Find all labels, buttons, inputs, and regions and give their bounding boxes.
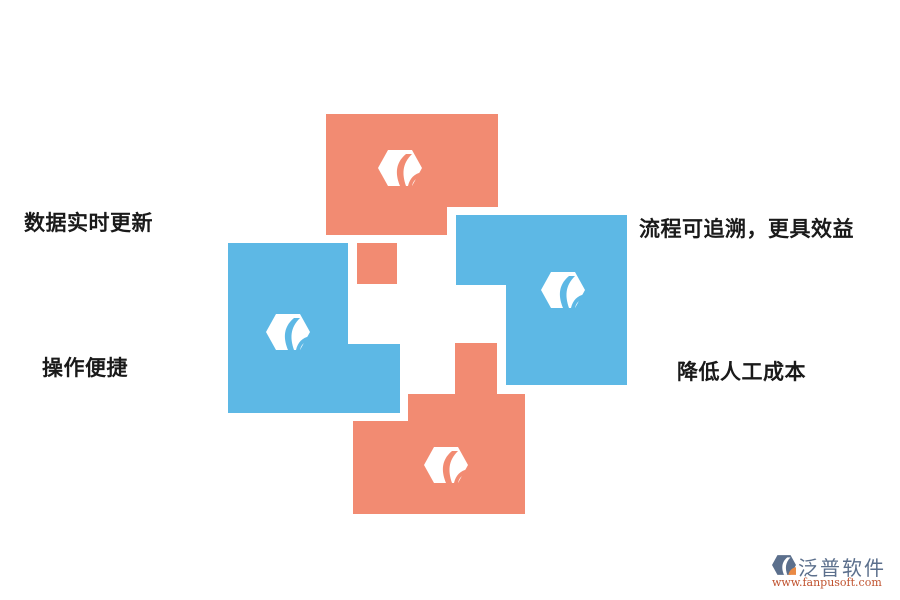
bottom-salmon-block: [353, 343, 525, 514]
top-salmon-tab: [357, 243, 397, 284]
label-easy-operation: 操作便捷: [42, 356, 128, 380]
watermark-url: www.fanpusoft.com: [772, 576, 882, 589]
watermark: 泛普软件 www.fanpusoft.com: [770, 552, 895, 594]
fanpu-logo-icon: [772, 555, 796, 575]
label-realtime-data-update: 数据实时更新: [24, 211, 153, 235]
label-traceable-process: 流程可追溯，更具效益: [639, 217, 854, 241]
hexagon-leaf-logo-icon: [266, 314, 310, 350]
hexagon-leaf-logo-icon: [424, 447, 468, 483]
right-blue-block: [456, 215, 627, 385]
hexagon-leaf-logo-icon: [378, 150, 422, 186]
watermark-title: 泛普软件: [798, 556, 886, 580]
label-reduce-labor-cost: 降低人工成本: [677, 360, 806, 384]
hexagon-leaf-logo-icon: [541, 272, 585, 308]
left-blue-block: [228, 243, 400, 413]
